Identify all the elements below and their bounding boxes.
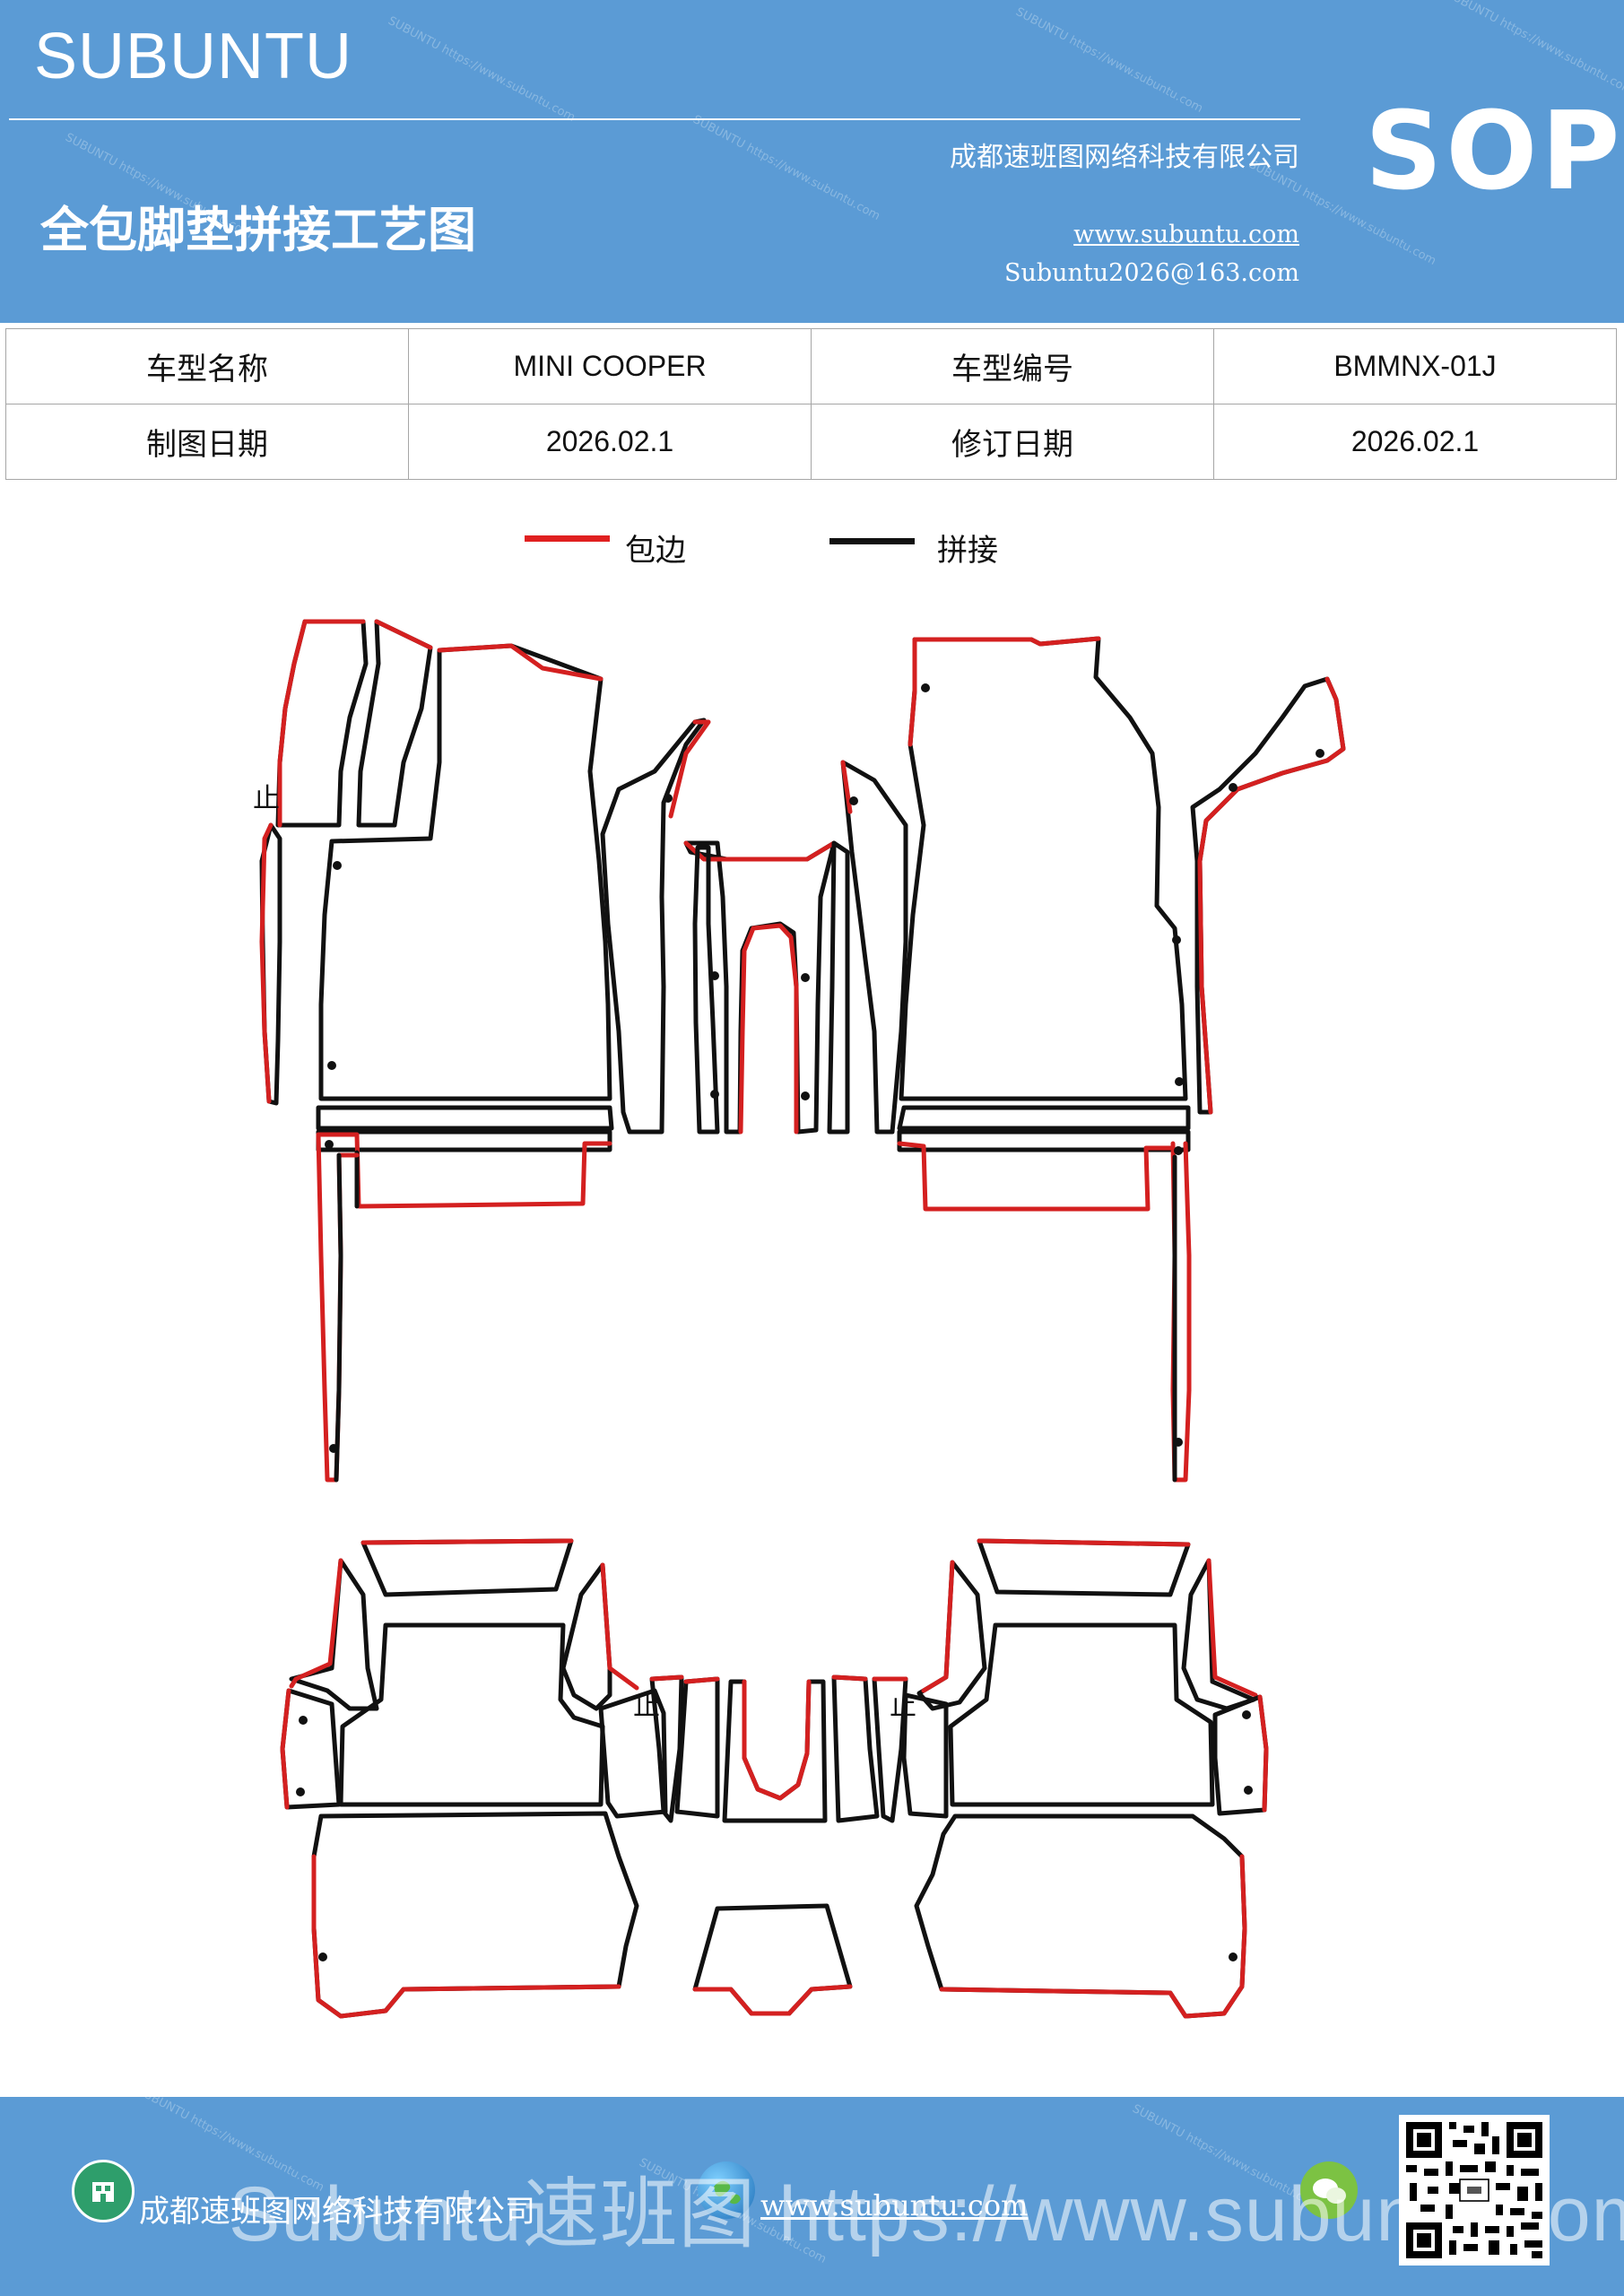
fastener-dot	[801, 1091, 810, 1100]
front-right-mat	[897, 636, 1346, 1483]
fastener-dot	[1172, 935, 1181, 944]
table-row: 车型名称 MINI COOPER 车型编号 BMMNX-01J	[5, 328, 1617, 404]
floor-mat-splice-diagram: 止 止 止	[253, 619, 1346, 2019]
fastener-dot	[1174, 1146, 1183, 1155]
fastener-dot	[1229, 1952, 1238, 1961]
stop-mark: 止	[633, 1691, 660, 1722]
stop-mark: 止	[253, 783, 280, 814]
model-code-label: 车型编号	[811, 328, 1214, 404]
wechat-icon	[1300, 2161, 1358, 2219]
fastener-dot	[333, 861, 342, 870]
globe-icon	[698, 2161, 755, 2219]
footer-watermark-text: Subuntu速班图 https://www.subuntu.com	[229, 2171, 1624, 2257]
fastener-dot	[921, 683, 930, 692]
fastener-dot	[318, 1952, 327, 1961]
fastener-dot	[664, 794, 673, 803]
footer-band: SUBUNTU https://www.subuntu.com SUBUNTU …	[0, 2097, 1624, 2296]
fastener-dot	[325, 1140, 334, 1149]
model-name-label: 车型名称	[5, 328, 409, 404]
rear-left-mat	[280, 1538, 668, 2019]
fastener-dot	[327, 1061, 336, 1070]
model-name-value: MINI COOPER	[408, 328, 812, 404]
fastener-dot	[801, 973, 810, 982]
sop-badge: SOP	[1365, 90, 1624, 214]
legend-splice-swatch	[829, 538, 915, 544]
contact-email[interactable]: Subuntu2026@163.com	[1004, 259, 1299, 287]
revision-date-value: 2026.02.1	[1213, 404, 1617, 480]
table-row: 制图日期 2026.02.1 修订日期 2026.02.1	[5, 404, 1617, 480]
rear-right-mat	[901, 1538, 1269, 2019]
fastener-dot	[849, 796, 858, 805]
header-band: SUBUNTU https://www.subuntu.com SUBUNTU …	[0, 0, 1624, 323]
legend-edge-binding-label: 包边	[625, 533, 686, 569]
vehicle-info-table: 车型名称 MINI COOPER 车型编号 BMMNX-01J 制图日期 202…	[5, 328, 1617, 480]
document-title: 全包脚垫拼接工艺图	[40, 202, 476, 258]
fastener-dot	[710, 1090, 719, 1099]
fastener-dot	[1244, 1786, 1253, 1795]
revision-date-label: 修订日期	[811, 404, 1214, 480]
fastener-dot	[299, 1716, 308, 1725]
draw-date-value: 2026.02.1	[408, 404, 812, 480]
model-code-value: BMMNX-01J	[1213, 328, 1617, 404]
brand-name: SUBUNTU	[34, 21, 353, 92]
fastener-dot	[329, 1444, 338, 1453]
legend-edge-binding-swatch	[525, 535, 610, 542]
fastener-dot	[1175, 1077, 1184, 1086]
website-link[interactable]: www.subuntu.com	[1073, 221, 1299, 248]
fastener-dot	[296, 1787, 305, 1796]
front-center-tunnel	[600, 718, 908, 1135]
fastener-dot	[1316, 749, 1324, 758]
qr-code[interactable]	[1399, 2115, 1550, 2266]
legend-splice-label: 拼接	[937, 533, 998, 569]
fastener-dot	[1229, 783, 1238, 792]
fastener-dot	[1242, 1710, 1251, 1719]
draw-date-label: 制图日期	[5, 404, 409, 480]
building-icon	[72, 2160, 135, 2222]
rear-center-tunnel	[649, 1674, 908, 2016]
footer-website-link[interactable]: www.subuntu.com	[760, 2188, 1029, 2222]
fastener-dot	[1174, 1438, 1183, 1447]
front-left-mat	[259, 619, 614, 1483]
stop-mark: 止	[890, 1691, 916, 1722]
fastener-dot	[710, 971, 719, 980]
company-name: 成都速班图网络科技有限公司	[950, 142, 1299, 173]
footer-company-name: 成都速班图网络科技有限公司	[139, 2194, 535, 2230]
header-divider	[9, 118, 1300, 120]
fastener-points	[296, 683, 1324, 1961]
